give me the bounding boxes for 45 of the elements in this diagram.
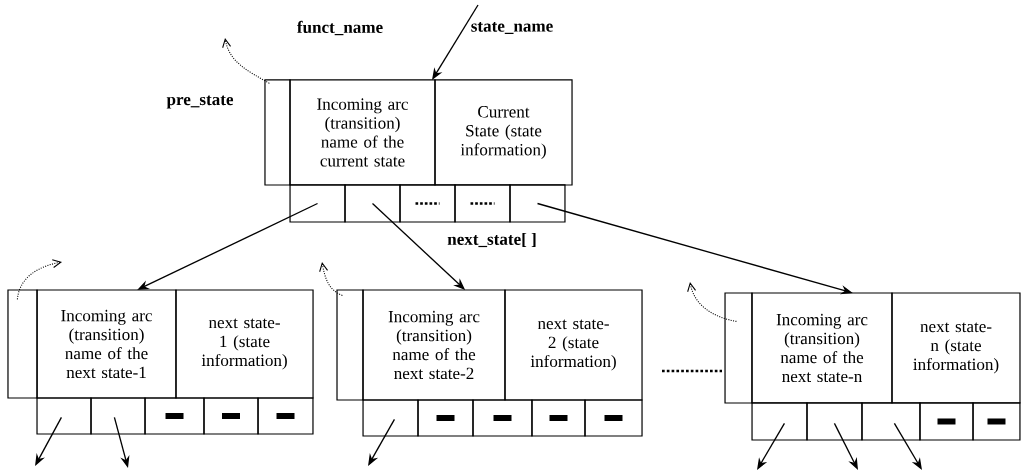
- pointer-cell: [362, 399, 419, 437]
- pointer-cell: [36, 397, 92, 435]
- pointer-cell: [90, 397, 146, 435]
- field-label: pre_state: [166, 95, 234, 109]
- pre-state-cell: [7, 289, 38, 399]
- arrow: [35, 416, 63, 466]
- pointer-cell: [203, 397, 259, 435]
- pointer-cell: [806, 402, 863, 441]
- pointer-cell: [144, 397, 205, 435]
- incoming-arc-cell: Incoming arc (transition) name of the current state: [289, 79, 436, 186]
- pointer-cell: [509, 184, 566, 223]
- dotted-arrow: [687, 282, 737, 322]
- pointer-cell: [417, 399, 474, 437]
- pointer-cell: [919, 402, 974, 441]
- state-cell: next state-n (state information): [891, 292, 1021, 404]
- pointer-cell: [454, 184, 511, 223]
- state-cell: next state-2 (state information): [504, 289, 643, 401]
- state-cell: Current State (state information): [434, 79, 573, 186]
- field-label: funct_name: [297, 20, 383, 36]
- dotted-arrow: [319, 262, 343, 296]
- pointer-cell: [344, 184, 401, 223]
- pointer-cell: [751, 402, 808, 441]
- pre-state-cell: [264, 79, 291, 186]
- field-label: next_state[ ]: [447, 232, 536, 248]
- incoming-arc-cell: Incoming arc (transition) name of the next state-n: [751, 292, 893, 404]
- incoming-arc-cell: Incoming arc (transition) name of the next state-1: [36, 289, 177, 399]
- arrow: [368, 418, 396, 466]
- state-cell: next state-1 (state information): [175, 289, 314, 399]
- pre-state-cell: [724, 292, 753, 404]
- pre-state-cell: [336, 289, 364, 401]
- pointer-cell: [972, 402, 1021, 441]
- pointer-cell: [861, 402, 921, 441]
- pointer-cell: [399, 184, 456, 223]
- arrow: [893, 422, 922, 470]
- dotted-arrow: [222, 38, 270, 84]
- dotted-arrow: [16, 259, 62, 300]
- pointer-cell: [257, 397, 314, 435]
- pointer-cell: [472, 399, 533, 437]
- arrow: [757, 422, 786, 470]
- pointer-cell: [531, 399, 586, 437]
- pointer-cell: [289, 184, 346, 223]
- field-label: state_name: [471, 22, 553, 34]
- incoming-arc-cell: Incoming arc (transition) name of the next state-2: [362, 289, 506, 401]
- arrow: [432, 4, 479, 80]
- pointer-cell: [584, 399, 643, 437]
